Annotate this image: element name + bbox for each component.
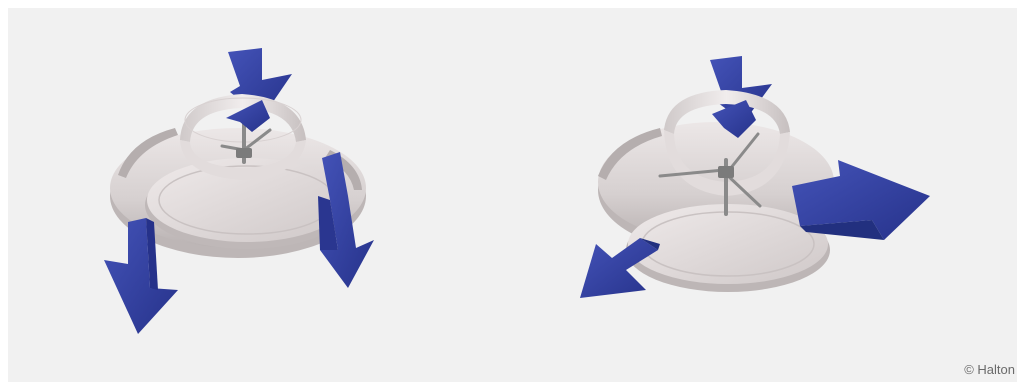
diffuser-right	[580, 56, 930, 298]
copyright-credit: © Halton	[964, 362, 1015, 377]
diffuser-left	[104, 48, 374, 334]
